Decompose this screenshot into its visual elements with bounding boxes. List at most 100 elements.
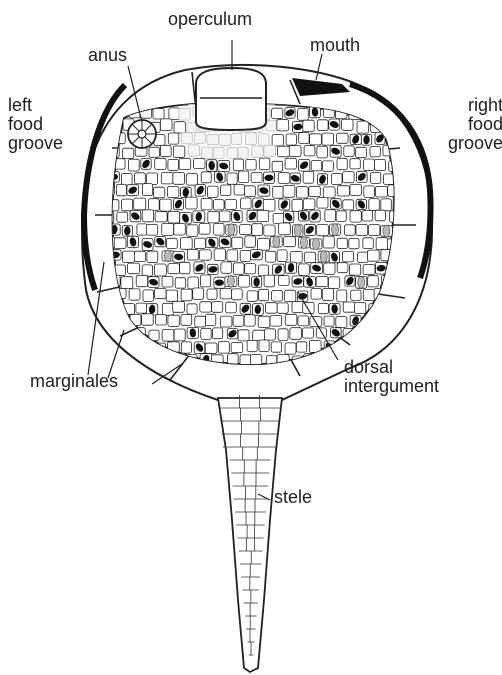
operculum-label: operculum: [168, 10, 252, 29]
integument-plate: [188, 145, 199, 156]
integument-plate: [299, 264, 310, 276]
integument-plate: [272, 291, 283, 302]
integument-plate: [324, 316, 334, 326]
integument-plate: [253, 330, 265, 341]
integument-plate: [374, 159, 385, 170]
integument-plate: [351, 290, 361, 300]
integument-plate: [343, 302, 355, 312]
integument-plate: [290, 251, 302, 263]
integument-plate: [239, 171, 249, 183]
integument-plate: [108, 354, 120, 366]
integument-plate: [201, 172, 211, 183]
integument-plate: [206, 314, 216, 325]
integument-plate: [375, 210, 385, 221]
integument-plate: [219, 134, 231, 145]
integument-plate: [296, 342, 306, 352]
integument-plate: [168, 133, 179, 144]
integument-plate: [174, 329, 185, 341]
integument-plate: [358, 252, 368, 262]
integument-plate: [240, 225, 252, 235]
integument-plate: [290, 328, 302, 340]
integument-plate: [166, 290, 177, 301]
integument-plate: [283, 185, 295, 197]
integument-plate: [263, 199, 275, 211]
integument-plate: [162, 303, 173, 315]
stele-label: stele: [274, 488, 312, 507]
integument-plate: [121, 277, 133, 289]
integument-plate: [272, 161, 283, 171]
integument-plate: [363, 265, 375, 275]
integument-plate: [376, 187, 388, 198]
right-food-groove-label: right food groove: [448, 96, 502, 153]
integument-plate: [322, 161, 333, 171]
integument-plate: [337, 290, 347, 302]
grey-plate: [227, 275, 234, 287]
integument-plate: [123, 251, 135, 262]
integument-plate: [142, 210, 153, 222]
integument-plate: [383, 174, 393, 185]
integument-plate: [186, 174, 197, 186]
integument-plate: [182, 133, 193, 144]
integument-plate: [245, 186, 256, 197]
integument-plate: [245, 236, 256, 248]
grey-plate: [383, 225, 390, 237]
integument-plate: [318, 303, 328, 313]
integument-plate: [250, 355, 261, 366]
grey-plate: [320, 251, 327, 263]
integument-plate: [220, 316, 232, 327]
integument-plate: [134, 198, 146, 210]
integument-plate: [286, 134, 296, 145]
integument-plate: [155, 158, 166, 169]
integument-plate: [309, 186, 321, 196]
integument-plate: [247, 340, 257, 351]
integument-plate: [207, 289, 217, 299]
integument-plate: [168, 159, 179, 170]
integument-plate: [173, 301, 185, 312]
integument-plate: [337, 158, 347, 169]
integument-plate: [299, 133, 309, 144]
integument-plate: [264, 145, 276, 157]
integument-plate: [381, 199, 392, 211]
integument-plate: [227, 173, 237, 184]
integument-plate: [149, 147, 160, 157]
integument-plate: [251, 172, 262, 182]
integument-plate: [179, 108, 191, 120]
integument-plate: [169, 108, 180, 120]
right-food-groove-line-1: right: [448, 96, 502, 115]
integument-plate: [270, 315, 282, 326]
integument-plate: [234, 185, 245, 196]
integument-plate: [173, 146, 185, 157]
integument-plate: [244, 315, 255, 326]
integument-plate: [368, 225, 380, 236]
integument-plate: [303, 328, 314, 338]
integument-plate: [232, 289, 243, 300]
integument-plate: [273, 213, 284, 223]
integument-plate: [246, 133, 257, 145]
integument-plate: [337, 133, 349, 143]
marginales-text: marginales: [30, 372, 118, 391]
integument-plate: [221, 185, 231, 196]
integument-plate: [337, 263, 348, 273]
integument-plate: [277, 250, 287, 262]
integument-plate: [167, 187, 179, 198]
integument-plate: [201, 198, 212, 210]
integument-plate: [205, 343, 217, 353]
integument-plate: [162, 277, 173, 288]
integument-plate: [350, 264, 361, 275]
integument-plate: [180, 262, 190, 274]
integument-plate: [146, 224, 157, 235]
integument-plate: [272, 108, 283, 119]
integument-plate: [201, 275, 211, 287]
integument-plate: [240, 250, 250, 261]
integument-plate: [117, 212, 128, 222]
grey-plate: [273, 236, 280, 248]
integument-plate: [332, 174, 342, 185]
integument-plate: [160, 119, 172, 131]
integument-plate: [317, 120, 328, 131]
dorsal-integument-line-2: intergument: [344, 377, 439, 396]
integument-plate: [122, 173, 133, 185]
integument-plate: [259, 158, 270, 169]
integument-plate: [311, 160, 322, 171]
integument-plate: [266, 121, 278, 131]
